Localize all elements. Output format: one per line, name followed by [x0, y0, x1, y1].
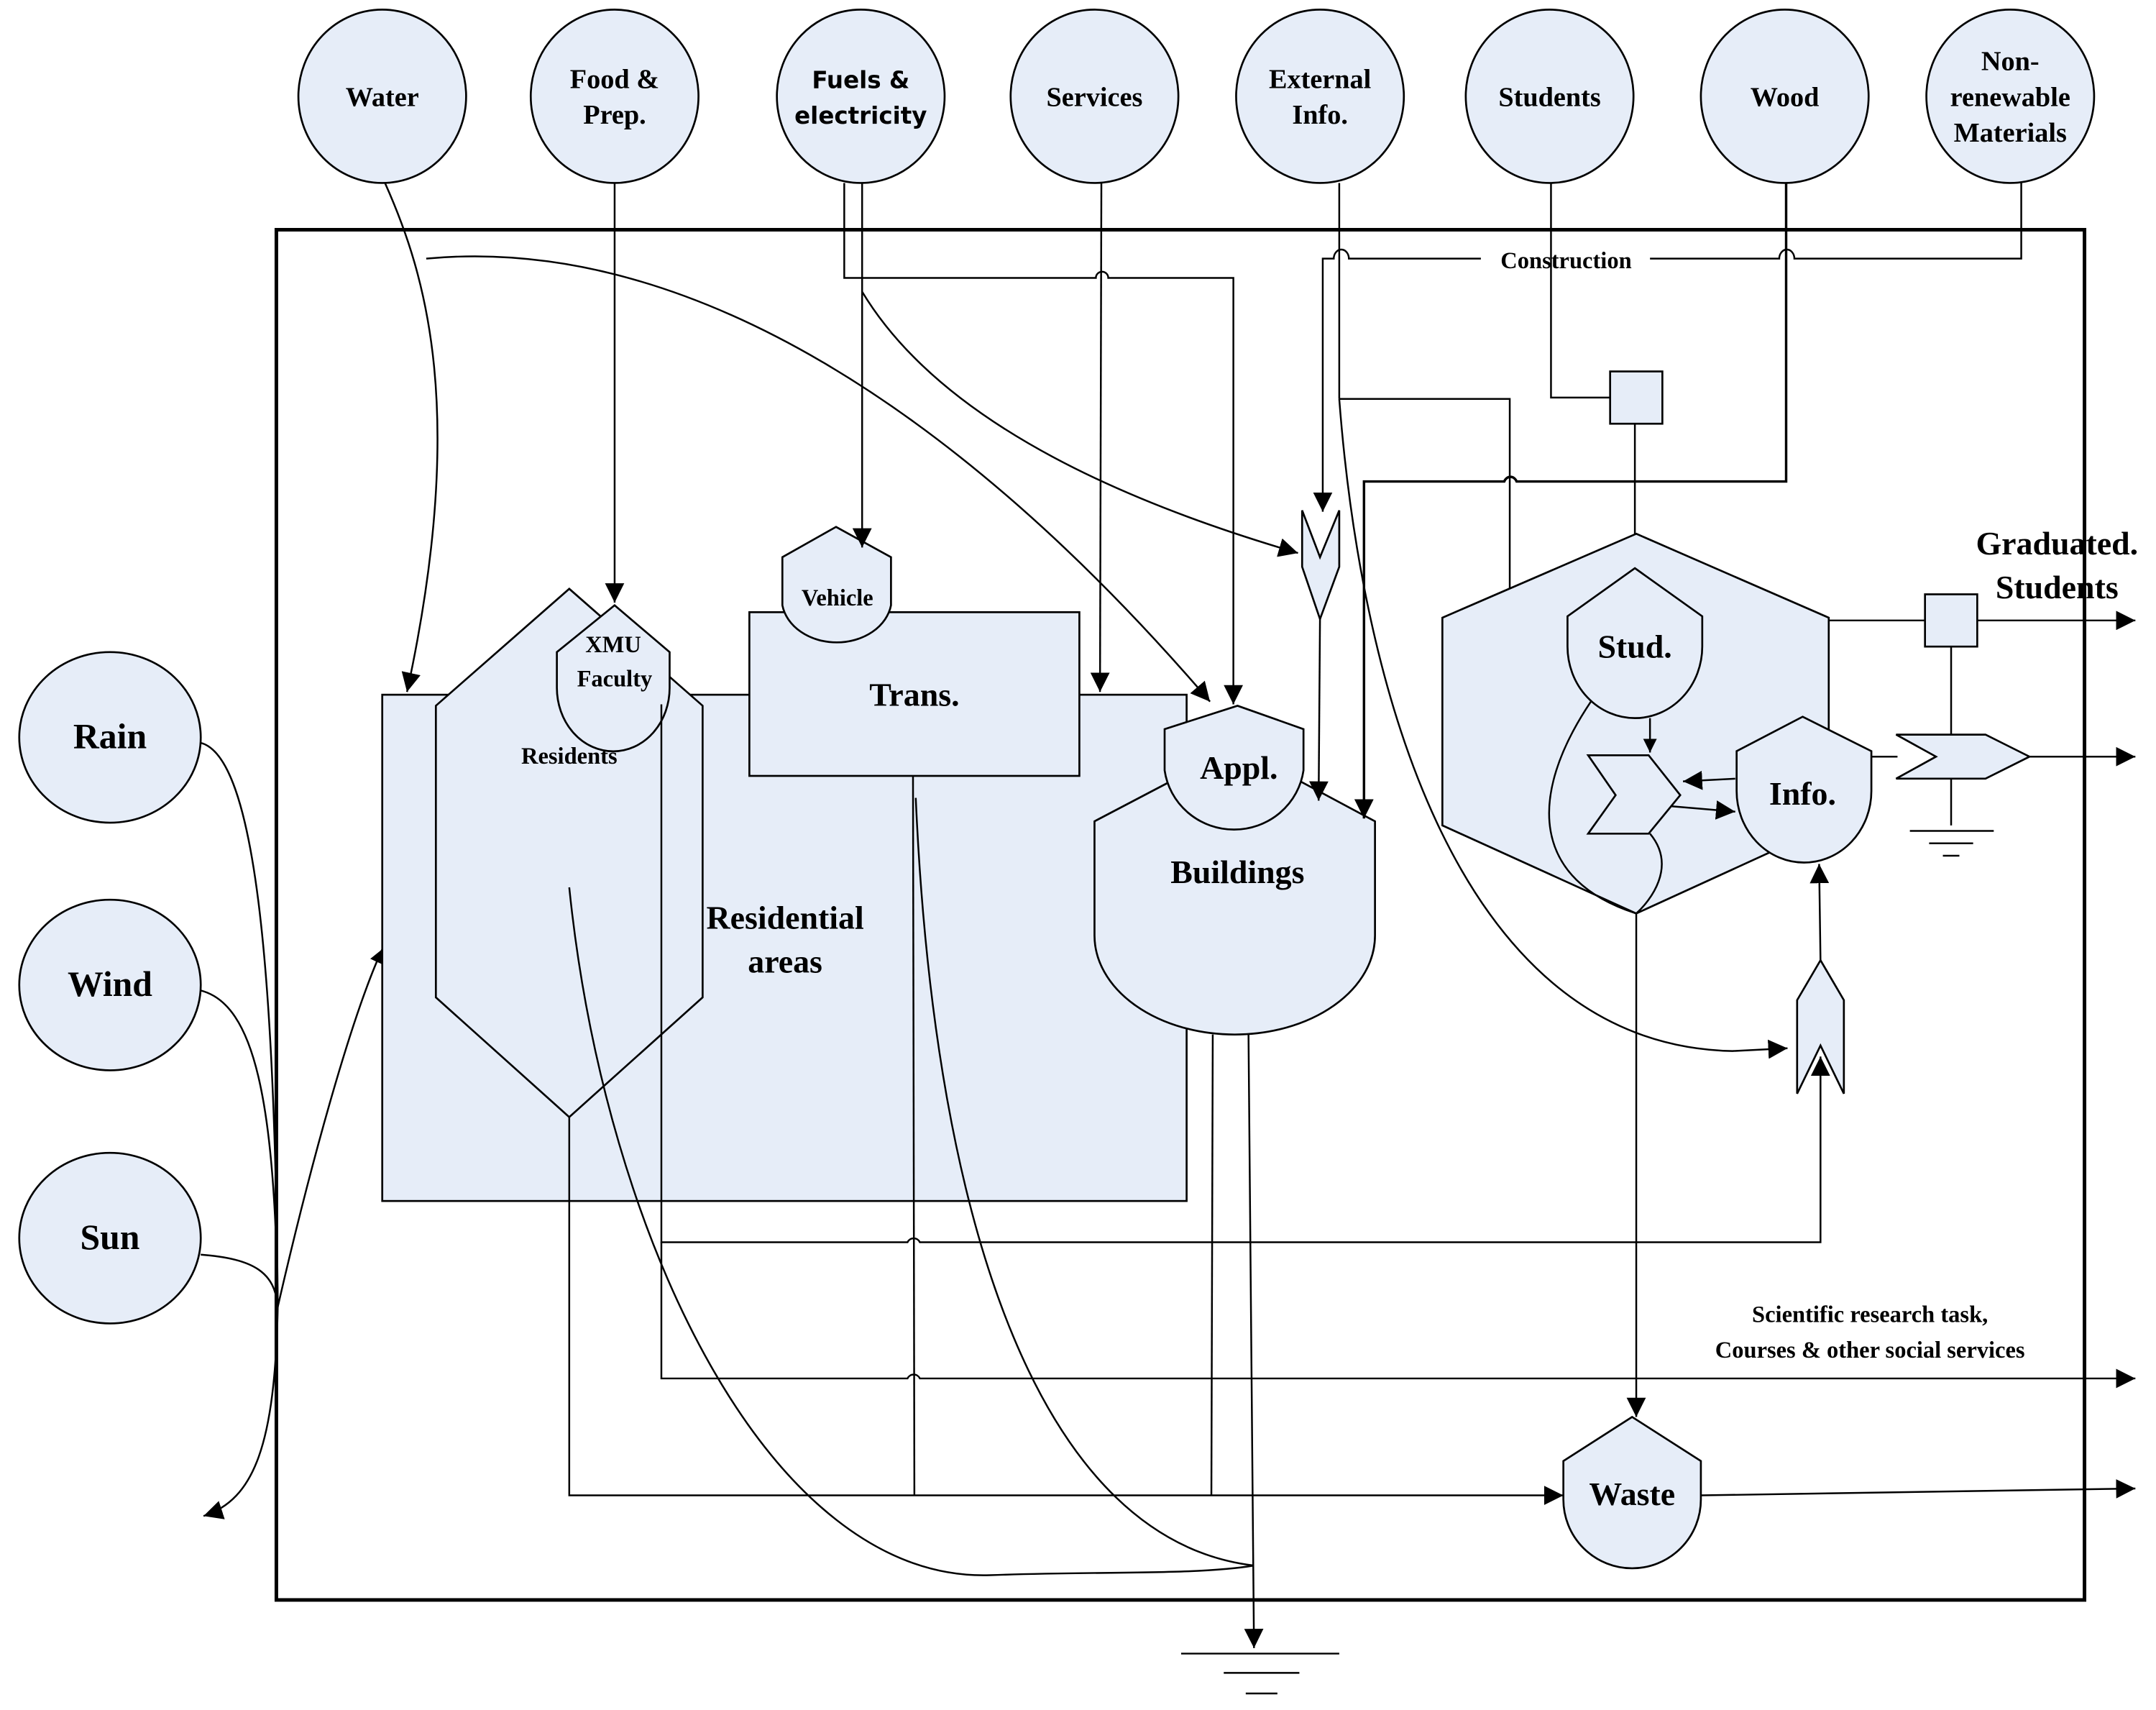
flow-waste-out	[1700, 1479, 2136, 1499]
flow-trans-heat	[914, 797, 1254, 1567]
flow-interaction-loop	[1636, 833, 1663, 915]
source-external-info-label-1: External	[1269, 64, 1371, 94]
info-label: Info.	[1769, 775, 1836, 812]
ground-symbol-bottom	[1180, 1652, 1339, 1695]
source-sun: Sun	[18, 1151, 202, 1325]
source-non-renewable-label-2: renewable	[1950, 82, 2070, 112]
xmu-faculty-label-1: XMU	[585, 632, 641, 658]
students-transfer-box	[1609, 370, 1664, 425]
flow-buildings-heat	[1244, 1034, 1264, 1648]
source-non-renewable: Non- renewable Materials	[1925, 9, 2096, 184]
flow-to-residential	[277, 948, 383, 1307]
scientific-label-2: Courses & other social services	[1715, 1338, 2025, 1363]
appl-storage	[1163, 705, 1305, 831]
source-fuels-label-1: Fuels &	[812, 66, 909, 93]
flow-buildings-waste	[1210, 1034, 1214, 1496]
source-fuels: Fuels & electricity	[776, 9, 946, 184]
source-fuels-label-2: electricity	[794, 102, 927, 129]
ground-symbol-right	[1909, 830, 1994, 857]
source-students-label: Students	[1498, 82, 1600, 112]
info-export-interaction	[1895, 733, 2032, 780]
flow-fuels-chevron	[861, 291, 1298, 557]
residential-areas-label-2: areas	[748, 943, 822, 980]
stud-storage	[1566, 567, 1704, 719]
stud-label: Stud.	[1597, 628, 1671, 664]
vehicle-label: Vehicle	[802, 585, 873, 611]
flow-services-residential	[1090, 183, 1110, 692]
waste-label: Waste	[1589, 1476, 1675, 1512]
flow-interaction-to-info	[1809, 864, 1830, 961]
flow-faculty-services-out	[660, 1242, 2136, 1389]
flow-water-residential	[384, 182, 439, 692]
source-sun-label: Sun	[81, 1217, 140, 1257]
construction-interaction	[1301, 510, 1341, 622]
flow-residents-heat	[568, 887, 1254, 1576]
flow-rain	[200, 741, 279, 1307]
info-input-interaction	[1796, 958, 1845, 1094]
graduated-label-1: Graduated.	[1976, 525, 2138, 562]
flow-construction	[1323, 183, 2022, 511]
system-boundary	[274, 228, 2087, 1602]
construction-label: Construction	[1500, 248, 1631, 274]
buildings-label: Buildings	[1170, 854, 1304, 890]
trans-box	[748, 611, 1081, 777]
source-wind: Wind	[18, 898, 202, 1071]
buildings-storage	[1093, 746, 1376, 1035]
info-storage	[1735, 715, 1873, 864]
source-water-label: Water	[346, 82, 419, 112]
education-interaction	[1586, 754, 1682, 835]
source-wood: Wood	[1699, 9, 1870, 184]
source-wind-label: Wind	[68, 964, 152, 1004]
flow-trans-waste	[912, 775, 916, 1496]
appl-label: Appl.	[1200, 749, 1277, 786]
trans-label: Trans.	[869, 676, 959, 713]
xmu-faculty-storage	[556, 604, 671, 753]
source-food-label-1: Food &	[570, 64, 659, 94]
flow-interaction-info	[1670, 800, 1735, 820]
flow-residents-waste	[568, 1117, 1564, 1505]
source-non-renewable-label-1: Non-	[1981, 47, 2040, 77]
waste-storage	[1562, 1415, 1702, 1570]
source-food: Food & Prep.	[529, 9, 699, 184]
flow-water-appl	[426, 255, 1211, 703]
flow-wood-buildings	[1354, 183, 1788, 819]
vehicle-storage	[781, 526, 892, 644]
source-students: Students	[1464, 9, 1635, 184]
residential-areas-label-1: Residential	[706, 899, 863, 936]
flow-fuels-appl	[843, 183, 1244, 705]
graduated-label-2: Students	[1996, 569, 2119, 605]
source-wood-label: Wood	[1751, 82, 1820, 112]
flow-construction-buildings	[1309, 618, 1329, 801]
source-external-info: External Info.	[1235, 9, 1405, 184]
source-services-label: Services	[1047, 82, 1143, 112]
source-rain-label: Rain	[73, 717, 147, 756]
source-non-renewable-label-3: Materials	[1954, 118, 2067, 148]
flow-stud-loop	[1548, 700, 1637, 915]
source-external-info-label-2: Info.	[1292, 100, 1348, 130]
source-rain: Rain	[18, 651, 202, 824]
source-services: Services	[1009, 9, 1180, 184]
source-water: Water	[297, 9, 467, 184]
flow-info-interaction	[1682, 770, 1735, 790]
flow-students-box	[1550, 183, 1610, 399]
flow-wind	[200, 989, 279, 1307]
graduated-transfer-box	[1924, 593, 1978, 648]
xmu-faculty-label-2: Faculty	[577, 667, 653, 692]
scientific-label-1: Scientific research task,	[1752, 1302, 1988, 1327]
flow-heat-out	[203, 1307, 279, 1519]
source-food-label-2: Prep.	[583, 100, 646, 130]
flow-sun	[201, 1253, 279, 1307]
